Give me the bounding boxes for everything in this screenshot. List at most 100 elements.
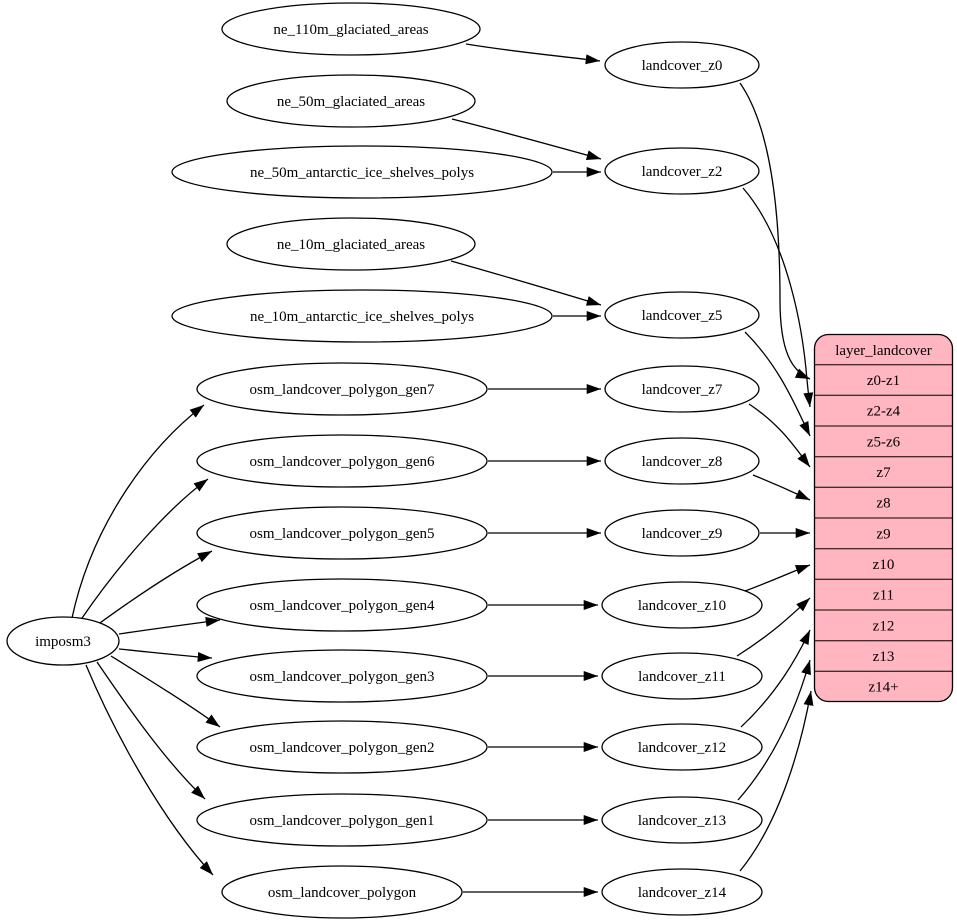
node-osm_landcover_polygon: osm_landcover_polygon — [221, 865, 463, 919]
node-ellipse — [6, 616, 120, 666]
node-ellipse — [601, 796, 763, 844]
node-ellipse — [196, 434, 488, 488]
node-ellipse — [601, 652, 763, 700]
node-label: landcover_z7 — [642, 382, 723, 398]
edges-imposm3 — [71, 404, 221, 876]
edge-ne_50m_glaciated_areas-landcover_z2 — [451, 118, 602, 160]
node-label: osm_landcover_polygon_gen2 — [250, 740, 435, 756]
node-ellipse — [196, 793, 488, 847]
node-landcover_z2: landcover_z2 — [604, 147, 760, 195]
record-row-z14plus: z14+ — [868, 680, 898, 696]
node-ellipse — [601, 723, 763, 771]
node-landcover_z0: landcover_z0 — [604, 41, 760, 89]
node-ne_10m_glaciated_areas: ne_10m_glaciated_areas — [226, 217, 476, 271]
edge-landcover_z7-row-z7 — [748, 403, 811, 468]
node-osm_landcover_polygon_gen1: osm_landcover_polygon_gen1 — [196, 793, 488, 847]
node-label: ne_50m_antarctic_ice_shelves_polys — [250, 165, 474, 181]
edge-landcover_z12-row-z12 — [740, 629, 811, 728]
node-label: landcover_z11 — [638, 669, 726, 685]
node-label: osm_landcover_polygon_gen7 — [250, 382, 435, 398]
node-ellipse — [604, 291, 760, 339]
node-label: landcover_z2 — [642, 164, 723, 180]
node-ne_50m_antarctic_ice_shelves_polys: ne_50m_antarctic_ice_shelves_polys — [171, 145, 553, 199]
record-row-z8: z8 — [876, 496, 890, 512]
record-row-z10: z10 — [873, 557, 895, 573]
node-landcover_z8: landcover_z8 — [604, 437, 760, 485]
node-ellipse — [604, 509, 760, 557]
node-label: landcover_z8 — [642, 454, 723, 470]
node-osm_landcover_polygon_gen6: osm_landcover_polygon_gen6 — [196, 434, 488, 488]
edges-to-record — [736, 82, 814, 872]
node-label: ne_110m_glaciated_areas — [273, 22, 428, 38]
edge-landcover_z10-row-z10 — [744, 564, 811, 592]
node-ellipse — [221, 2, 481, 56]
edges-sources — [450, 43, 602, 898]
record-row-z0-z1: z0-z1 — [867, 373, 900, 389]
node-landcover_z11: landcover_z11 — [601, 652, 763, 700]
edge-landcover_z13-row-z13 — [737, 659, 811, 801]
node-ellipse — [196, 720, 488, 774]
node-landcover_z10: landcover_z10 — [601, 581, 763, 629]
record-row-z11: z11 — [873, 588, 894, 604]
node-ellipse — [221, 865, 463, 919]
node-ne_50m_glaciated_areas: ne_50m_glaciated_areas — [226, 74, 476, 128]
edge-ne_110m_glaciated_areas-landcover_z0 — [465, 43, 601, 65]
node-label: imposm3 — [35, 634, 91, 650]
node-label: landcover_z5 — [642, 308, 723, 324]
node-ne_110m_glaciated_areas: ne_110m_glaciated_areas — [221, 2, 481, 56]
record-row-z7: z7 — [876, 465, 891, 481]
edge-imposm3-osm_landcover_polygon_gen1 — [96, 661, 206, 800]
node-landcover_z12: landcover_z12 — [601, 723, 763, 771]
edge-imposm3-osm_landcover_polygon_gen2 — [110, 655, 221, 728]
node-label: landcover_z13 — [638, 813, 726, 829]
node-label: osm_landcover_polygon — [268, 885, 417, 901]
node-label: osm_landcover_polygon_gen4 — [250, 598, 435, 614]
node-imposm3: imposm3 — [6, 616, 120, 666]
node-ellipse — [601, 581, 763, 629]
edge-imposm3-osm_landcover_polygon_gen3 — [118, 648, 213, 662]
node-label: osm_landcover_polygon_gen1 — [250, 813, 435, 829]
node-ellipse — [601, 868, 763, 916]
edge-imposm3-osm_landcover_polygon_gen4 — [118, 616, 221, 635]
record-row-z13: z13 — [873, 649, 895, 665]
node-ellipse — [604, 365, 760, 413]
edge-imposm3-osm_landcover_polygon_gen7 — [71, 404, 205, 619]
node-osm_landcover_polygon_gen5: osm_landcover_polygon_gen5 — [196, 506, 488, 560]
record-row-z5-z6: z5-z6 — [867, 434, 901, 450]
node-label: osm_landcover_polygon_gen6 — [250, 454, 435, 470]
node-osm_landcover_polygon_gen4: osm_landcover_polygon_gen4 — [196, 578, 488, 632]
edge-landcover_z5-row-z5-z6 — [744, 331, 811, 437]
edge-landcover_z8-row-z8 — [752, 474, 811, 501]
node-osm_landcover_polygon_gen7: osm_landcover_polygon_gen7 — [196, 362, 488, 416]
node-ne_10m_antarctic_ice_shelves_polys: ne_10m_antarctic_ice_shelves_polys — [171, 289, 553, 343]
node-label: ne_10m_glaciated_areas — [277, 237, 425, 253]
edge-imposm3-osm_landcover_polygon_gen5 — [92, 550, 213, 629]
record-row-z2-z4: z2-z4 — [867, 404, 901, 420]
edge-imposm3-osm_landcover_polygon_gen6 — [79, 478, 209, 622]
node-ellipse — [604, 147, 760, 195]
node-ellipse — [196, 649, 488, 703]
node-landcover_z7: landcover_z7 — [604, 365, 760, 413]
node-label: landcover_z10 — [638, 598, 726, 614]
node-label: landcover_z14 — [638, 885, 727, 901]
node-label: landcover_z9 — [642, 526, 723, 542]
record-title: layer_landcover — [835, 343, 932, 359]
node-ellipse — [226, 217, 476, 271]
edge-landcover_z0-row-z0-z1 — [739, 82, 811, 380]
node-label: osm_landcover_polygon_gen3 — [250, 669, 435, 685]
record-row-z9: z9 — [876, 526, 890, 542]
node-ellipse — [196, 506, 488, 560]
node-ellipse — [196, 578, 488, 632]
node-landcover_z13: landcover_z13 — [601, 796, 763, 844]
record-layer_landcover: layer_landcover z0-z1 z2-z4 z5-z6 z7 z8 … — [813, 333, 954, 703]
node-ellipse — [171, 145, 553, 199]
node-label: ne_50m_glaciated_areas — [277, 94, 425, 110]
node-label: osm_landcover_polygon_gen5 — [250, 526, 435, 542]
edge-landcover_z14-row-z14plus — [739, 690, 814, 872]
node-ellipse — [604, 437, 760, 485]
node-label: landcover_z12 — [638, 740, 726, 756]
node-ellipse — [171, 289, 553, 343]
node-label: ne_10m_antarctic_ice_shelves_polys — [250, 309, 474, 325]
node-osm_landcover_polygon_gen2: osm_landcover_polygon_gen2 — [196, 720, 488, 774]
